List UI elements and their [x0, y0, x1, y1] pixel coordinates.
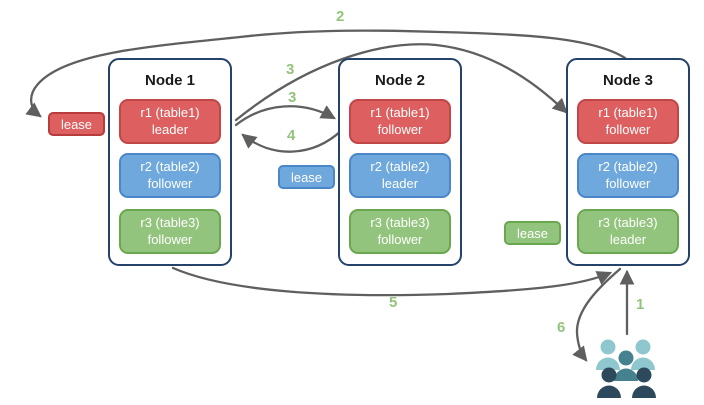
user-figure [614, 350, 638, 381]
range-label: r2 (table2) [140, 158, 200, 174]
range-role: follower [377, 121, 423, 137]
range-role: leader [381, 175, 419, 191]
node-1-range-r2: r2 (table2) follower [119, 153, 221, 198]
node-3-range-r1: r1 (table1) follower [577, 99, 679, 144]
node-2-range-r1: r1 (table1) follower [349, 99, 451, 144]
arrow-step-6-gateway-to-client [572, 267, 622, 362]
range-role: follower [605, 121, 651, 137]
range-label: r3 (table3) [598, 214, 658, 230]
arrow-step-3-replicate-to-node2 [234, 105, 336, 127]
range-role: follower [605, 175, 651, 191]
node-3-range-r2: r2 (table2) follower [577, 153, 679, 198]
node-1-title: Node 1 [144, 72, 195, 89]
range-label: r3 (table3) [370, 214, 430, 230]
range-label: r1 (table1) [370, 104, 430, 120]
node-2: Node 2 r1 (table1) follower r2 (table2) … [338, 58, 462, 266]
step-label-2: 2 [336, 8, 345, 25]
lease-tag-r1: lease [48, 112, 105, 136]
node-2-title: Node 2 [374, 72, 425, 89]
step-label-1: 1 [636, 296, 645, 313]
arrow-step-5-leaseholder-to-gateway [171, 266, 613, 297]
range-role: leader [151, 121, 189, 137]
range-role: follower [147, 231, 193, 247]
range-role: follower [147, 175, 193, 191]
node-2-range-r3: r3 (table3) follower [349, 209, 451, 254]
node-3: Node 3 r1 (table1) follower r2 (table2) … [566, 58, 690, 266]
node-1-range-r3: r3 (table3) follower [119, 209, 221, 254]
user-figure [632, 367, 656, 398]
node-2-range-r2: r2 (table2) leader [349, 153, 451, 198]
node-1: Node 1 r1 (table1) leader r2 (table2) fo… [108, 58, 232, 266]
user-figure [597, 367, 621, 398]
node-3-range-r3: r3 (table3) leader [577, 209, 679, 254]
step-label-6: 6 [557, 319, 566, 336]
node-3-title: Node 3 [602, 72, 653, 89]
range-label: r3 (table3) [140, 214, 200, 230]
range-role: leader [609, 231, 647, 247]
range-label: r1 (table1) [140, 104, 200, 120]
step-label-3b: 3 [288, 89, 297, 106]
node-1-range-r1: r1 (table1) leader [119, 99, 221, 144]
lease-tag-r2: lease [278, 165, 335, 189]
user-figure [596, 339, 620, 370]
range-label: r2 (table2) [598, 158, 658, 174]
step-label-4: 4 [287, 127, 296, 144]
range-label: r1 (table1) [598, 104, 658, 120]
users-group-icon [596, 339, 656, 398]
step-label-3a: 3 [286, 61, 295, 78]
step-label-5: 5 [389, 294, 398, 311]
lease-tag-r3: lease [504, 221, 561, 245]
range-label: r2 (table2) [370, 158, 430, 174]
range-role: follower [377, 231, 423, 247]
user-figure [631, 339, 655, 370]
